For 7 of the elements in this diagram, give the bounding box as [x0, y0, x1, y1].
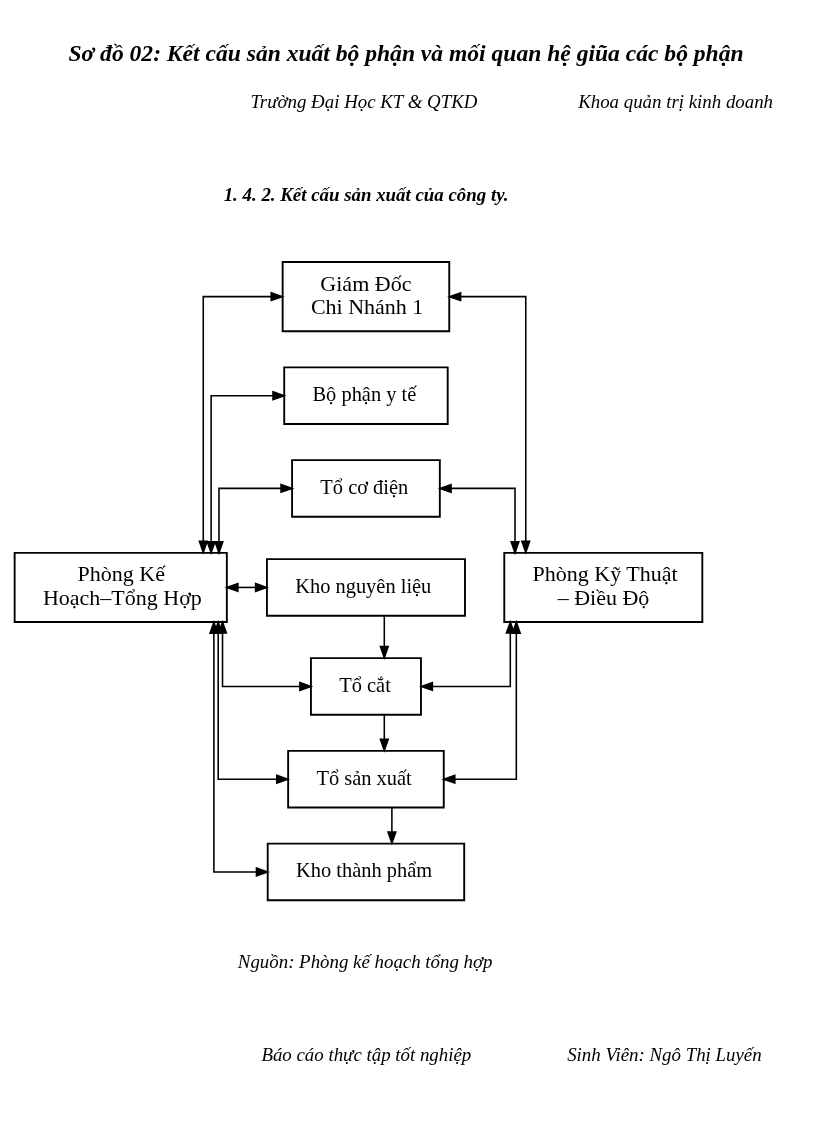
label: Báo cáo thực tập tốt nghiệp	[261, 1043, 472, 1065]
diagram-title: Sơ đồ 02: Kết cấu sản xuất bộ phận và mối quan hệ giũa các bộ phận	[68, 39, 744, 66]
label: 1. 4. 2. Kết cấu sản xuất của công ty.	[223, 183, 509, 205]
label: Sinh Viên: Ngô Thị Luyến	[567, 1043, 762, 1065]
label: Trường Đại Học KT & QTKD	[250, 91, 478, 113]
label: Khoa quản trị kinh doanh	[578, 91, 774, 113]
caption: Nguồn: Phòng kế hoạch tổng hợp	[237, 950, 493, 972]
